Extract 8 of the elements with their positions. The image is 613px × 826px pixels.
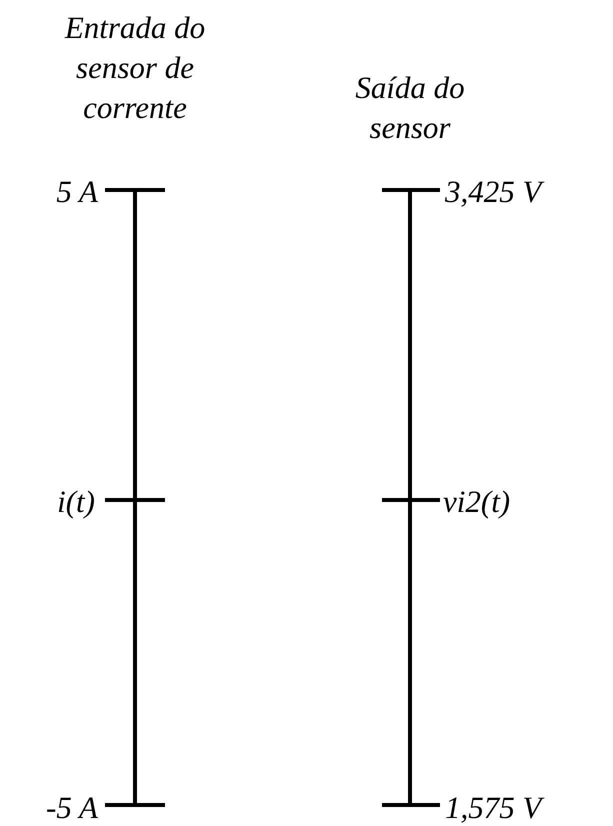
signal-name: i(t) bbox=[56, 483, 95, 521]
scale-value: 1,575 V bbox=[445, 788, 610, 826]
signal-name: vi2(t) bbox=[443, 483, 512, 521]
axis-title: Saída do sensor bbox=[354, 69, 466, 147]
scale-value: 3,425 V bbox=[445, 172, 610, 212]
axis-title: Entrada do sensor de corrente bbox=[64, 9, 206, 127]
scale-value: -5 A bbox=[45, 789, 98, 826]
scale-value: 5 A bbox=[55, 173, 98, 211]
